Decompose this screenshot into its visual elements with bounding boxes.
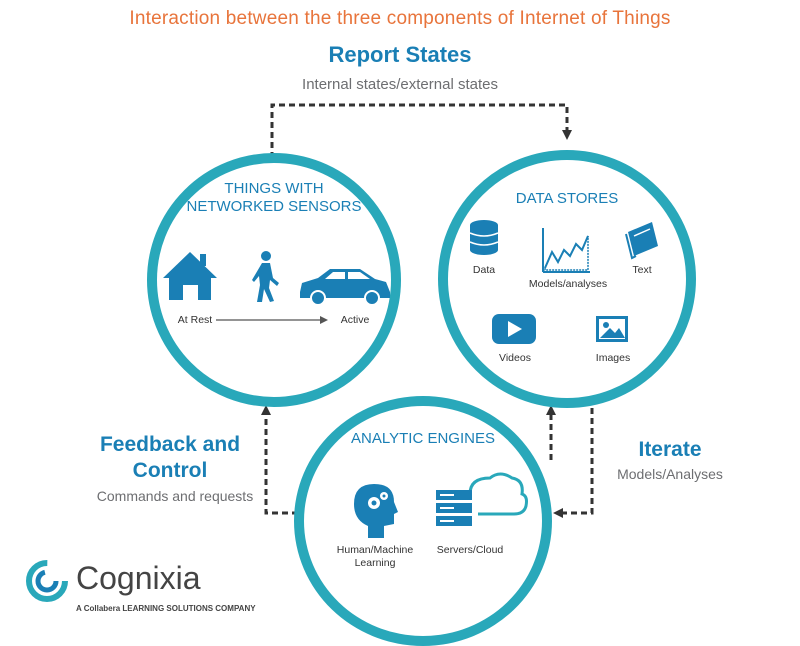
- iterate-arrow: [553, 398, 594, 518]
- cognixia-logo-icon: [26, 560, 68, 602]
- video-icon: [492, 314, 536, 344]
- servers-cloud-label: Servers/Cloud: [436, 544, 504, 556]
- feedback-arrow: [261, 405, 298, 515]
- data-stores-circle: [438, 150, 696, 408]
- iterate-heading: Iterate: [638, 438, 702, 461]
- report-states-subtitle: Internal states/external states: [302, 76, 498, 93]
- things-title: THINGS WITH NETWORKED SENSORS: [147, 180, 401, 216]
- models-analyses-label: Models/analyses: [528, 278, 608, 290]
- text-label: Text: [632, 264, 652, 276]
- active-label: Active: [340, 314, 370, 326]
- report-states-heading: Report States: [328, 42, 472, 67]
- brand-tagline: A Collabera LEARNING SOLUTIONS COMPANY: [76, 604, 256, 613]
- data-label: Data: [472, 264, 496, 276]
- analytic-engines-circle: [294, 396, 552, 646]
- diagram-title: Interaction between the three components…: [129, 8, 671, 29]
- human-machine-label: Human/Machine Learning: [330, 544, 420, 570]
- book-icon: [625, 222, 658, 260]
- house-icon: [163, 252, 217, 300]
- feedback-heading-line1: Feedback and: [99, 433, 241, 456]
- things-title-line1: THINGS WITH: [224, 180, 324, 197]
- feedback-heading-line2: Control: [132, 459, 208, 482]
- images-label: Images: [595, 352, 631, 364]
- chart-icon: [542, 228, 590, 273]
- videos-label: Videos: [499, 352, 531, 364]
- car-icon: [300, 269, 390, 306]
- feedback-heading: Feedback and Control: [70, 432, 270, 484]
- analytic-engines-title: ANALYTIC ENGINES: [351, 430, 495, 447]
- server-cloud-icon: [436, 472, 528, 526]
- human-machine-line2: Learning: [354, 557, 396, 569]
- things-title-line2: NETWORKED SENSORS: [186, 198, 362, 215]
- brand-name: Cognixia: [76, 560, 201, 596]
- at-rest-label: At Rest: [177, 314, 213, 326]
- human-machine-line1: Human/Machine: [336, 544, 414, 556]
- head-gears-icon: [354, 484, 398, 538]
- iterate-subtitle: Models/Analyses: [617, 466, 723, 482]
- database-icon: [469, 220, 499, 255]
- report-states-arrow: [270, 103, 572, 168]
- feedback-subtitle: Commands and requests: [96, 488, 254, 504]
- image-icon: [596, 316, 628, 342]
- walking-person-icon: [252, 251, 279, 302]
- data-stores-title: DATA STORES: [515, 190, 619, 207]
